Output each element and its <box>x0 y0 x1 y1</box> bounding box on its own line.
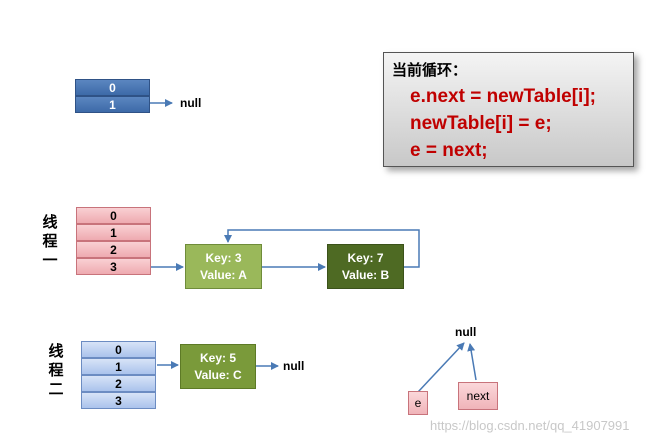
thread2-node-key5-key: Key: 5 <box>199 350 237 365</box>
thread1-table-index-2: 2 <box>76 241 151 258</box>
thread2-table-index-3: 3 <box>81 392 156 409</box>
thread2-label-char-1: 线 <box>48 342 64 360</box>
thread1-label-char-3: 一 <box>42 251 58 269</box>
thread1-table-index-1: 1 <box>76 224 151 241</box>
thread2-table-index-1: 1 <box>81 358 156 375</box>
thread2-node-key5: Key: 5 Value: C <box>180 344 256 389</box>
key7-to-key3-loop-arrow <box>224 229 420 268</box>
thread1-table-index-0: 0 <box>76 207 151 224</box>
thread1-label-char-1: 线 <box>42 213 58 231</box>
thread2-node-key5-value: Value: C <box>194 367 242 382</box>
thread2-label-char-2: 程 <box>48 361 64 379</box>
thread2-null-label: null <box>283 359 305 373</box>
thread2-table-index-0: 0 <box>81 341 156 358</box>
e-to-null-arrow <box>417 342 465 393</box>
thread1-node-key7: Key: 7 Value: B <box>327 244 404 289</box>
watermark: https://blog.csdn.net/qq_41907991 <box>430 418 630 433</box>
thread1-node-key3-value: Value: A <box>200 267 247 282</box>
thread1-node-key3: Key: 3 Value: A <box>185 244 262 289</box>
next-pointer-box: next <box>458 382 498 410</box>
new-table-index-0: 0 <box>75 79 150 96</box>
thread2-label-char-3: 二 <box>48 380 64 398</box>
thread2-table-index-2: 2 <box>81 375 156 392</box>
new-table-index-1: 1 <box>75 96 150 113</box>
thread1-label-char-2: 程 <box>42 232 58 250</box>
thread1-node-key3-key: Key: 3 <box>205 250 242 265</box>
code-line-1: e.next = newTable[i]; <box>410 86 596 107</box>
code-line-3: e = next; <box>410 140 488 161</box>
new-table-null-label: null <box>180 96 202 110</box>
thread1-node-key7-value: Value: B <box>341 267 390 282</box>
current-loop-code-box: 当前循环： e.next = newTable[i]; newTable[i] … <box>383 52 634 167</box>
pointer-null-label: null <box>455 325 477 339</box>
code-box-title: 当前循环： <box>392 62 468 79</box>
thread1-node-key7-key: Key: 7 <box>347 250 384 265</box>
code-line-2: newTable[i] = e; <box>410 113 552 134</box>
next-to-null-arrow <box>467 343 477 381</box>
thread1-table-index-3: 3 <box>76 258 151 275</box>
e-pointer-box: e <box>408 391 428 415</box>
